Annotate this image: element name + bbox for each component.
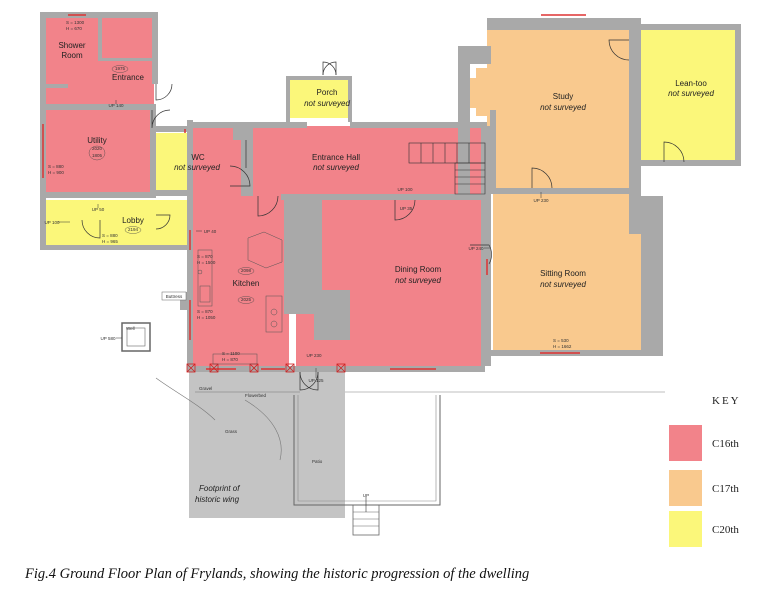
up-230-hall: UP 230 (307, 353, 322, 358)
up-100-lobby: UP 100 (45, 220, 60, 225)
utility-h: H = 900 (48, 170, 64, 175)
legend: KEY C16th C17th C20th (669, 395, 741, 547)
room-labels: Shower Room Entrance Utility WC not surv… (58, 41, 714, 289)
study-label: Study (553, 92, 573, 101)
historic-wing-footprint (189, 370, 345, 518)
kitchen-h2: H = 1050 (197, 315, 216, 320)
figure-caption: Fig.4 Ground Floor Plan of Frylands, sho… (25, 566, 530, 582)
lean-too-label: Lean-too (675, 79, 707, 88)
kitchen-2098: 2098 (241, 268, 252, 273)
sitting-h: H = 1662 (553, 344, 572, 349)
utility-2020: 2020 (92, 146, 103, 151)
entrance-hall-label: Entrance Hall (312, 153, 360, 162)
footprint-label-1: Footprint of (199, 484, 240, 493)
sitting-s: S = 530 (553, 338, 569, 343)
kitchen-h3: H = 870 (222, 357, 238, 362)
study-not-surveyed: not surveyed (540, 103, 586, 112)
door-1975: 1975 (115, 66, 126, 71)
kitchen-s3: S = 1100 (222, 351, 240, 356)
up-140: UP 140 (109, 103, 124, 108)
shower-h: H = 670 (66, 26, 82, 31)
legend-label-c16: C16th (712, 438, 739, 450)
utility-1805: 1805 (92, 153, 103, 158)
lobby-2194: 2194 (128, 227, 139, 232)
kitchen-2025: 2025 (241, 297, 252, 302)
up-100-hall: UP 100 (398, 187, 413, 192)
utility-label: Utility (87, 136, 107, 145)
entrance-left-label: Entrance (112, 73, 145, 82)
legend-swatch-c20 (669, 511, 702, 547)
legend-title: KEY (712, 395, 741, 407)
up-40: UP 40 (204, 229, 217, 234)
up-patio: UP (363, 493, 369, 498)
measurements: S = 1300 H = 670 1975 UP 140 2020 1805 S… (45, 20, 572, 498)
legend-swatch-c17 (669, 470, 702, 506)
window-crosses (186, 363, 346, 373)
buttress (180, 292, 189, 310)
dining-room-label: Dining Room (395, 265, 442, 274)
kitchen-s2: S = 870 (197, 309, 213, 314)
up-240: UP 240 (469, 246, 484, 251)
kitchen-fittings (197, 231, 283, 365)
up-580: UP 580 (101, 336, 116, 341)
well (121, 322, 151, 352)
entrance-hall-not-surveyed: not surveyed (313, 163, 359, 172)
level-arrows (58, 100, 542, 378)
up-50: UP 50 (92, 207, 105, 212)
grass-label: Grass (225, 429, 238, 434)
lobby-s: S = 880 (102, 233, 118, 238)
path-curve-1 (155, 377, 216, 421)
legend-swatch-c16 (669, 425, 702, 461)
porch-not-surveyed: not surveyed (304, 99, 350, 108)
lobby-label: Lobby (122, 216, 144, 225)
footprint-label-2: historic wing (195, 495, 240, 504)
path-curve-2 (244, 399, 282, 461)
utility-s: S = 880 (48, 164, 64, 169)
porch-label: Porch (317, 88, 338, 97)
doors (81, 39, 685, 391)
sitting-room-label: Sitting Room (540, 269, 586, 278)
outside-labels: Buttress Well Gravel Flowerbed Grass Pat… (126, 291, 323, 504)
up-35: UP 35 (400, 206, 413, 211)
legend-label-c20: C20th (712, 524, 739, 536)
kitchen-s1: S = 870 (197, 254, 213, 259)
lean-too-not-surveyed: not surveyed (668, 89, 714, 98)
floor-plan: Shower Room Entrance Utility WC not surv… (40, 12, 741, 547)
windows (42, 14, 586, 370)
dining-room-not-surveyed: not surveyed (395, 276, 441, 285)
staircase (408, 142, 486, 195)
buttress-label: Buttress (166, 294, 183, 299)
shower-room-label-2: Room (61, 51, 83, 60)
gravel-label: Gravel (199, 386, 212, 391)
up-230-study: UP 230 (534, 198, 549, 203)
up-125: UP 125 (309, 378, 324, 383)
well-label: Well (126, 326, 135, 331)
patio-label: Patio (312, 459, 323, 464)
patio-outline-inner (297, 395, 437, 502)
legend-label-c17: C17th (712, 483, 739, 495)
shower-room-label-1: Shower (58, 41, 85, 50)
kitchen-label: Kitchen (233, 279, 260, 288)
kitchen-h1: H = 1500 (197, 260, 216, 265)
lobby-h: H = 965 (102, 239, 118, 244)
sitting-room-not-surveyed: not surveyed (540, 280, 586, 289)
flowerbed-label: Flowerbed (245, 393, 267, 398)
shower-s: S = 1300 (66, 20, 85, 25)
wc-label: WC (191, 153, 205, 162)
wc-not-surveyed: not surveyed (174, 163, 220, 172)
